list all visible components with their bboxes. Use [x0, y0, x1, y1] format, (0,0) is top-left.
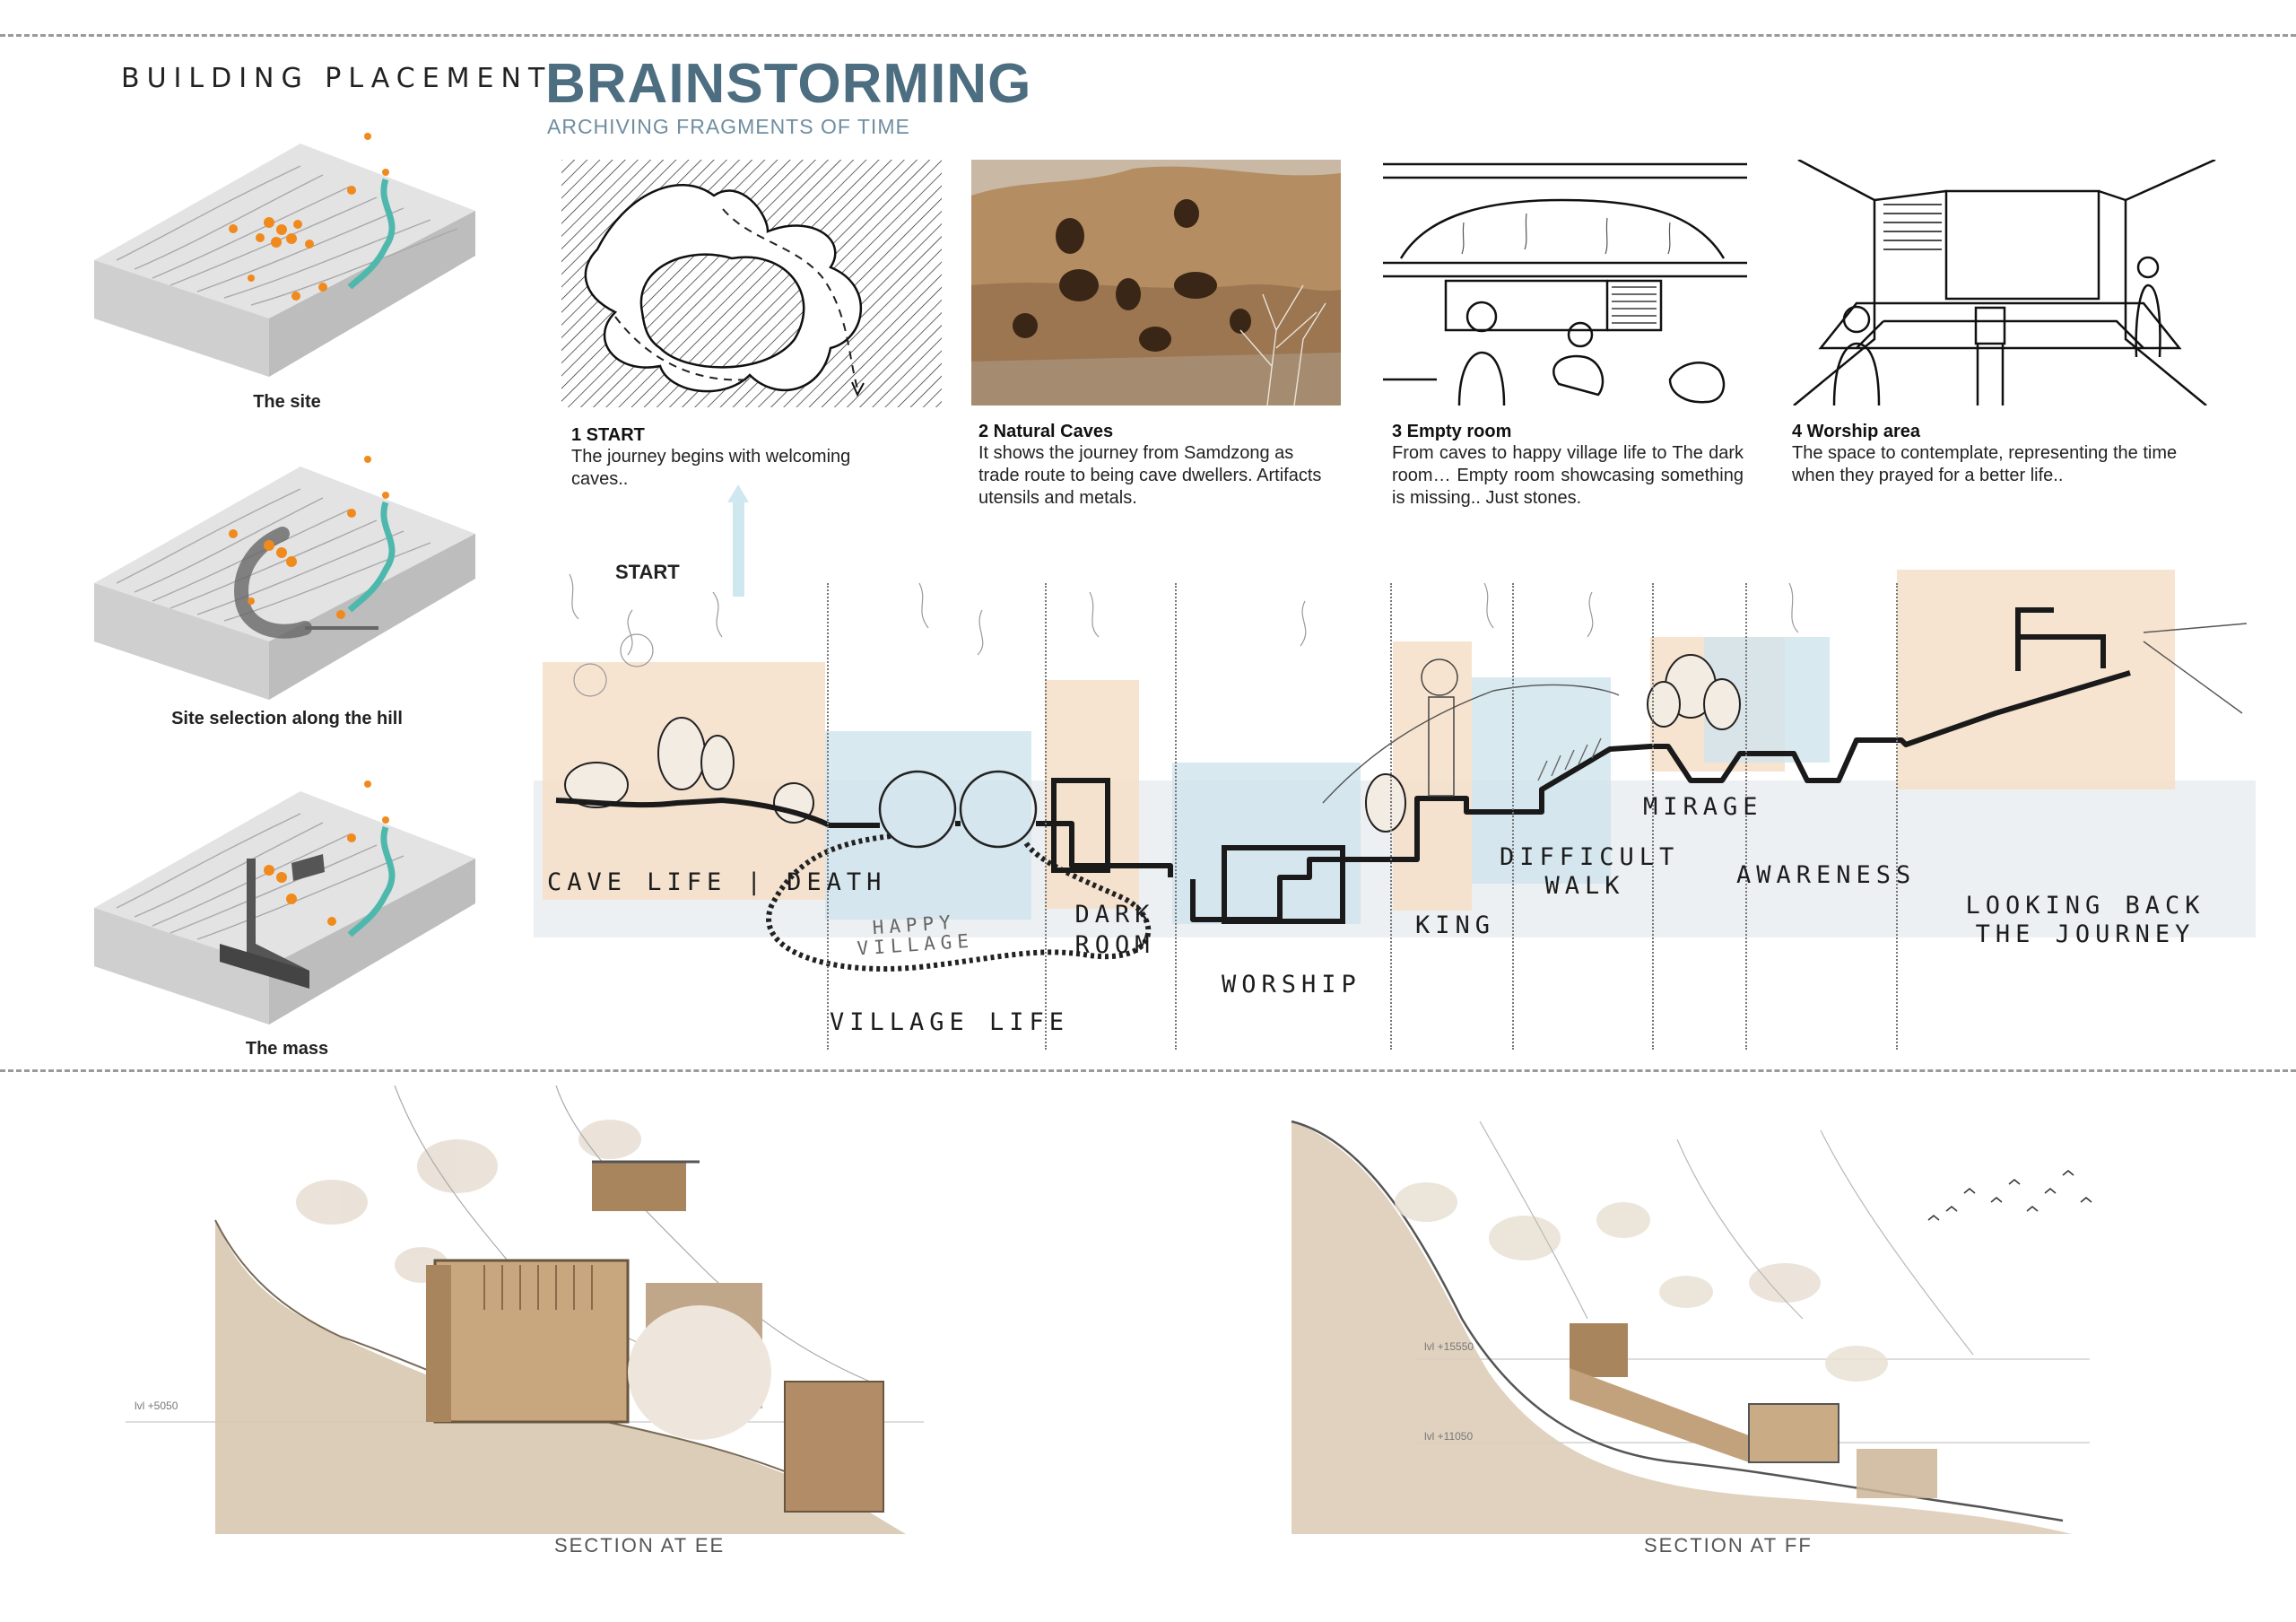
stage-cave-life: CAVE LIFE | DEATH	[547, 868, 887, 896]
mass-diagram	[94, 780, 475, 1025]
natural-caves-photo	[971, 160, 1341, 406]
cave-plan-sketch	[561, 160, 942, 407]
divider-6	[1652, 583, 1654, 1050]
section-ff-level-1: lvl +15550	[1424, 1340, 1474, 1353]
section-ff-caption: SECTION AT FF	[1644, 1534, 1813, 1557]
step-1: 1 START The journey begins with welcomin…	[571, 425, 905, 491]
page-subtitle: ARCHIVING FRAGMENTS OF TIME	[547, 115, 910, 138]
section-ee-caption: SECTION AT EE	[554, 1534, 726, 1557]
step-2: 2 Natural Caves It shows the journey fro…	[978, 422, 1337, 510]
divider-5	[1512, 583, 1514, 1050]
stage-looking-back: LOOKING BACK THE JOURNEY	[1965, 892, 2205, 948]
top-separator	[0, 34, 2296, 37]
site-caption-2: Site selection along the hill	[171, 709, 403, 728]
stage-king: KING	[1415, 911, 1496, 939]
step-4: 4 Worship area The space to contemplate,…	[1792, 422, 2222, 487]
building-placement-title: BUILDING PLACEMENT	[121, 63, 552, 94]
site-terrain-diagram	[94, 133, 475, 377]
stage-mirage: MIRAGE	[1643, 793, 1763, 821]
step-3: 3 Empty room From caves to happy village…	[1392, 422, 1744, 510]
divider-8	[1896, 583, 1898, 1050]
step-4-heading: 4 Worship area	[1792, 422, 1921, 441]
section-ee-drawing	[126, 1086, 924, 1534]
step-1-body: The journey begins with welcoming caves.…	[571, 447, 851, 489]
step-1-heading: 1 START	[571, 425, 645, 445]
section-ee-level: lvl +5050	[135, 1400, 178, 1412]
step-3-body: From caves to happy village life to The …	[1392, 443, 1744, 508]
site-caption-3: The mass	[245, 1039, 329, 1059]
page-title: BRAINSTORMING	[545, 53, 1032, 115]
stage-awareness: AWARENESS	[1736, 861, 1917, 889]
stage-dark-room: DARK ROOM	[1074, 901, 1155, 959]
site-selection-diagram	[94, 456, 475, 700]
journey-section-diagram	[534, 484, 2256, 972]
step-2-body: It shows the journey from Samdzong as tr…	[978, 443, 1322, 508]
section-ff-level-2: lvl +11050	[1424, 1430, 1474, 1443]
step-2-heading: 2 Natural Caves	[978, 422, 1114, 441]
section-ff-drawing	[1291, 1120, 2092, 1534]
empty-room-sketch	[1383, 160, 1747, 406]
divider-1	[827, 583, 829, 1050]
middle-separator	[0, 1069, 2296, 1072]
stage-difficult-walk: DIFFICULT WALK	[1500, 843, 1680, 900]
stage-worship: WORSHIP	[1222, 971, 1361, 998]
divider-4	[1390, 583, 1392, 1050]
start-label: START	[615, 561, 680, 583]
site-caption-1: The site	[253, 392, 321, 412]
divider-7	[1745, 583, 1747, 1050]
worship-area-sketch	[1785, 160, 2217, 406]
stage-happy-village: HAPPY VILLAGE	[856, 911, 975, 960]
divider-3	[1175, 583, 1177, 1050]
divider-2	[1045, 583, 1047, 1050]
stage-village-life: VILLAGE LIFE	[830, 1008, 1070, 1036]
step-4-body: The space to contemplate, representing t…	[1792, 443, 2178, 485]
step-3-heading: 3 Empty room	[1392, 422, 1512, 441]
